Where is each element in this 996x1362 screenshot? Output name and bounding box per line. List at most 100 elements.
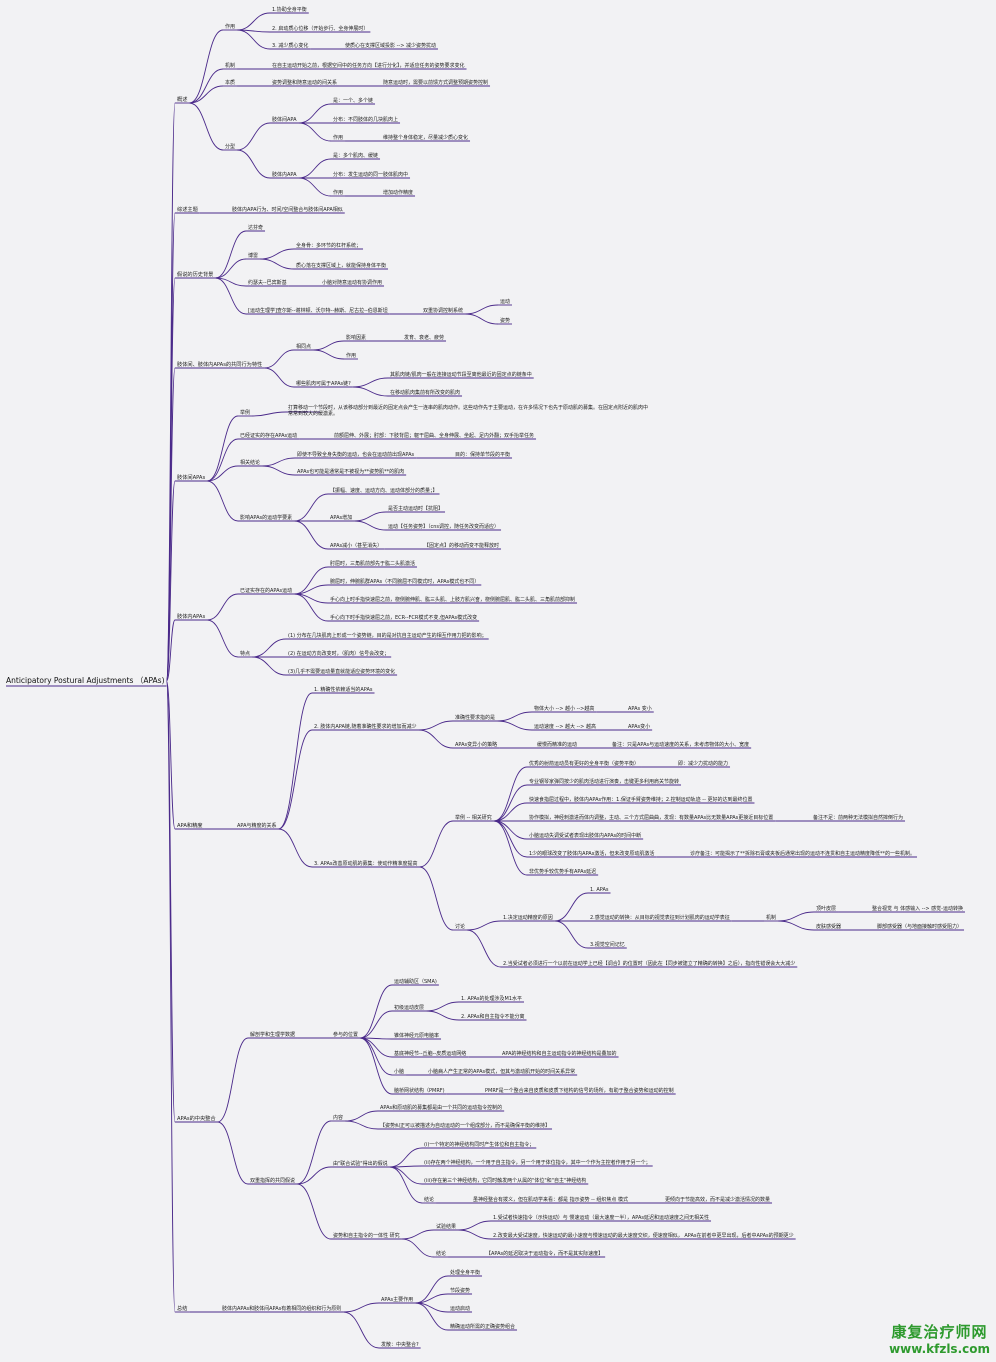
topic-node[interactable]: 运动辅助区（SMA): [394, 979, 437, 985]
topic-node[interactable]: APAs增加: [330, 515, 353, 521]
topic-node[interactable]: 即使不导致全身失衡的运动，也会在运动前出现APAs: [297, 452, 415, 458]
topic-node[interactable]: 维持整个身体稳定，尽量减少质心变化: [383, 135, 469, 141]
topic-node[interactable]: 分型: [225, 144, 236, 150]
topic-node[interactable]: 是：一个、多个链: [333, 98, 374, 104]
topic-node[interactable]: 精确运动所需的正确姿势组合: [450, 1324, 516, 1330]
topic-node[interactable]: 内容: [333, 1115, 344, 1121]
topic-node[interactable]: 诊疗备注：可能揭示了**拆除石膏或夹板后通常出现的运动不连贯和自主运动精度降低*…: [690, 851, 916, 857]
topic-node[interactable]: 皮肤感受器: [816, 924, 842, 930]
topic-node[interactable]: 即：减少力扰动的能力: [678, 761, 729, 767]
topic-node[interactable]: PMRF是一个整合来自皮质和皮质下结构的信号的场所，有助于整合姿势和运动的控制: [485, 1088, 674, 1094]
topic-node[interactable]: 优秀的射箭运动员有更好的全身平衡（姿势平衡）: [529, 761, 640, 767]
topic-node[interactable]: 【姿势纠正可以被描述为自动运动的一个组成部分，而不是确保平衡的维持】: [380, 1123, 551, 1129]
topic-node[interactable]: 已经证实的存在APAs运动: [240, 433, 298, 439]
topic-node[interactable]: 腕屈时，伸腕肌群APAs（不同腕屈不同模式时，APAs模式也不同）: [330, 579, 480, 585]
topic-node[interactable]: 全身骨：多环节的杠杆系统；: [296, 243, 362, 249]
topic-node[interactable]: APAs的中央整合: [177, 1116, 216, 1122]
topic-node[interactable]: 处理全身平衡: [450, 1270, 481, 1276]
topic-node[interactable]: 作用: [333, 135, 344, 141]
topic-node[interactable]: APAs减小（甚至消失）: [330, 543, 383, 549]
topic-node[interactable]: 2. 启动质心位移（开始步行、全身伸展时）: [272, 26, 369, 32]
topic-node[interactable]: 运动启动: [450, 1306, 471, 1312]
topic-node[interactable]: 基底神经节--丘脑--皮质运动网络: [394, 1051, 467, 1057]
topic-node[interactable]: APAs变小: [628, 724, 651, 730]
topic-node[interactable]: 2.感觉运动的转换：从目标的视觉表征到计划肌肉的运动学表征: [590, 915, 730, 921]
topic-node[interactable]: 备注不足：前两种无法模拟自然摔倒行为: [813, 815, 904, 821]
topic-node[interactable]: 专业钢琴家弹同按少的肌肉活动进行演奏，击键更多利用肩关节旋转: [529, 779, 680, 785]
topic-node[interactable]: 结论: [424, 1197, 435, 1203]
topic-node[interactable]: APA和精度: [177, 823, 203, 829]
topic-node[interactable]: (ii)存在两个神经结构，一个用于自主指令，另一个用于体位指令，其中一个作为主控…: [424, 1160, 651, 1166]
topic-node[interactable]: 姿势和自主指令的一体性 研究: [333, 1233, 400, 1239]
root-topic[interactable]: Anticipatory Postural Adjustments （APAs): [6, 676, 165, 685]
topic-node[interactable]: 初级运动皮层: [394, 1005, 425, 1011]
topic-node[interactable]: 作用: [333, 190, 344, 196]
topic-node[interactable]: 节段姿势: [450, 1288, 471, 1294]
topic-node[interactable]: 运动【任务姿势】（cns调控，随任务改变而适应）: [388, 524, 500, 530]
topic-node[interactable]: 随意运动时，需要以前馈方式调整预期姿势控制: [383, 80, 489, 86]
topic-node[interactable]: 举例: [240, 410, 251, 416]
topic-node[interactable]: 特点: [240, 651, 251, 657]
topic-node[interactable]: 博雷: [248, 253, 259, 259]
topic-node[interactable]: 肢体内APA: [272, 172, 297, 178]
topic-node[interactable]: 【振幅、速度、运动方向、运动体部分的质量；】: [330, 488, 438, 494]
topic-node[interactable]: 质心落在支撑区域上，就能保持身体平衡: [296, 263, 387, 269]
topic-node[interactable]: 讨论: [455, 924, 466, 930]
topic-node[interactable]: 是：多个肌肉、缓链: [333, 153, 379, 159]
topic-node[interactable]: 双重协调控制系统: [423, 308, 464, 314]
topic-node[interactable]: (iii)存在第三个神经结构，它同时触发两个从属的"体位"和"自主"神经结构: [424, 1178, 587, 1184]
topic-node[interactable]: 其肌肉链/肌肉一般在连接运动节段至离他最近的固定点的链条中: [390, 372, 532, 378]
topic-node[interactable]: 试验结果: [436, 1224, 457, 1230]
topic-node[interactable]: APAs主要作用: [381, 1297, 414, 1303]
topic-node[interactable]: 【APAs的延迟取决于运动指令，而不是其实际速度】: [486, 1251, 604, 1257]
topic-node[interactable]: 机制: [766, 915, 777, 921]
topic-node[interactable]: 3.视觉空间记忆: [590, 942, 625, 948]
topic-node[interactable]: 前额屈伸、外展；肘部：下肢背屈；躯干屈曲、全身伸展、坐起、足内外翻；双手抬举任务: [334, 433, 535, 439]
topic-node[interactable]: 假说的历史背景: [177, 272, 214, 278]
topic-node[interactable]: 在移动肌肉集前有所改变的肌肉: [390, 390, 461, 396]
topic-node[interactable]: 小脑运动失调受试者表现出肢体内APAs的时间中断: [529, 833, 642, 839]
topic-node[interactable]: 顶叶皮层: [816, 906, 837, 912]
topic-node[interactable]: 2. APAs和自主指令不能分离: [461, 1014, 525, 1020]
topic-node[interactable]: 小脑: [394, 1069, 405, 1075]
topic-node[interactable]: 3. APAs改善原动肌的募集：使动作精准度提高: [314, 861, 418, 867]
topic-node[interactable]: 增加动作精度: [383, 190, 414, 196]
topic-node[interactable]: 缓慢而精准的运动: [537, 742, 578, 748]
topic-node[interactable]: 举例 -- 相关研究: [455, 815, 492, 821]
topic-node[interactable]: 锥体神经元原电脑率: [394, 1033, 440, 1039]
topic-node[interactable]: 影响APAs的运动学要素: [240, 515, 293, 521]
topic-node[interactable]: 总结: [177, 1306, 188, 1312]
topic-node[interactable]: APAs也可能是通常是不被视为**姿势肌**的肌肉: [297, 469, 405, 475]
topic-node[interactable]: 姿势调整和随意运动的间关系: [272, 80, 338, 86]
topic-node[interactable]: 由"联合试验"得出的假说: [333, 1161, 388, 1167]
topic-node[interactable]: 姿势: [500, 318, 511, 324]
topic-node[interactable]: APAs 变小: [628, 706, 652, 712]
topic-node[interactable]: 协作模拟，神经刺激进而体内调整，主动、三个方式屈曲曲，发现：有数量APAs比无数…: [529, 815, 774, 821]
topic-node[interactable]: 肢体内APAs: [177, 614, 206, 620]
topic-node[interactable]: 肢体内APAs和肢体间APAs有着相同的组织和行为原则: [222, 1306, 342, 1312]
topic-node[interactable]: APA与精度的关系: [237, 823, 277, 829]
topic-node[interactable]: 解剖学和生理学数据: [250, 1032, 296, 1038]
topic-node[interactable]: 机制: [225, 63, 236, 69]
topic-node[interactable]: 参与的位置: [333, 1032, 359, 1038]
topic-node[interactable]: 脑桥网状结构（PMRF): [394, 1088, 445, 1094]
topic-node[interactable]: 小脑病人产生正常的APAs模式，但其与激动肌开始的时间关系异常: [428, 1069, 576, 1075]
topic-node[interactable]: 肢体内APA行为、时间/空间整合与肢体间APA相似: [232, 207, 343, 213]
topic-node[interactable]: 双重指挥的共同假说: [250, 1178, 296, 1184]
topic-node[interactable]: 准确性要求指的是: [455, 715, 496, 721]
topic-node[interactable]: 在自主运动开始之前，根据空间中的任务方向【进行分化】，并适应任务的姿势要求变化: [272, 63, 465, 69]
topic-node[interactable]: (i)一个特定的神经结构同时产生体位和自主指令；: [424, 1142, 535, 1148]
topic-node[interactable]: 2.改变最大受试速度，快速运动的最小速度与慢速运动的最大速度交织，便速度相似， …: [493, 1233, 794, 1239]
topic-node[interactable]: 达芬奇: [248, 225, 264, 231]
topic-node[interactable]: APA的神经结构和自主运动指令的神经结构是叠加的: [502, 1051, 617, 1057]
topic-node[interactable]: 2.当受试者必须进行一个以前在运动学上已经【调合】的位置时（因此在【同步被建立了…: [503, 961, 796, 967]
topic-node[interactable]: 发散：中央整合?: [381, 1342, 419, 1348]
topic-node[interactable]: 更倾向于节能高效，而不是减少激活情况的数量: [665, 1197, 771, 1203]
topic-node[interactable]: 作用: [346, 353, 357, 359]
topic-node[interactable]: (3)几乎不需要运动量直就能适应姿势环境的变化: [288, 669, 396, 675]
topic-node[interactable]: 是否主动运动时【抗阻】: [388, 506, 444, 512]
topic-node[interactable]: (2) 在运动方向改变时，（肌肉）信号会改变；: [288, 651, 390, 657]
topic-node[interactable]: 分布：发生运动的同一肢体肌肉中: [333, 172, 409, 178]
topic-node[interactable]: 影响因素: [346, 335, 367, 341]
topic-node[interactable]: [运动生理学]查尔斯--谢林顿、沃尔特--赫斯、尼古拉--伯恩斯坦: [248, 308, 388, 314]
